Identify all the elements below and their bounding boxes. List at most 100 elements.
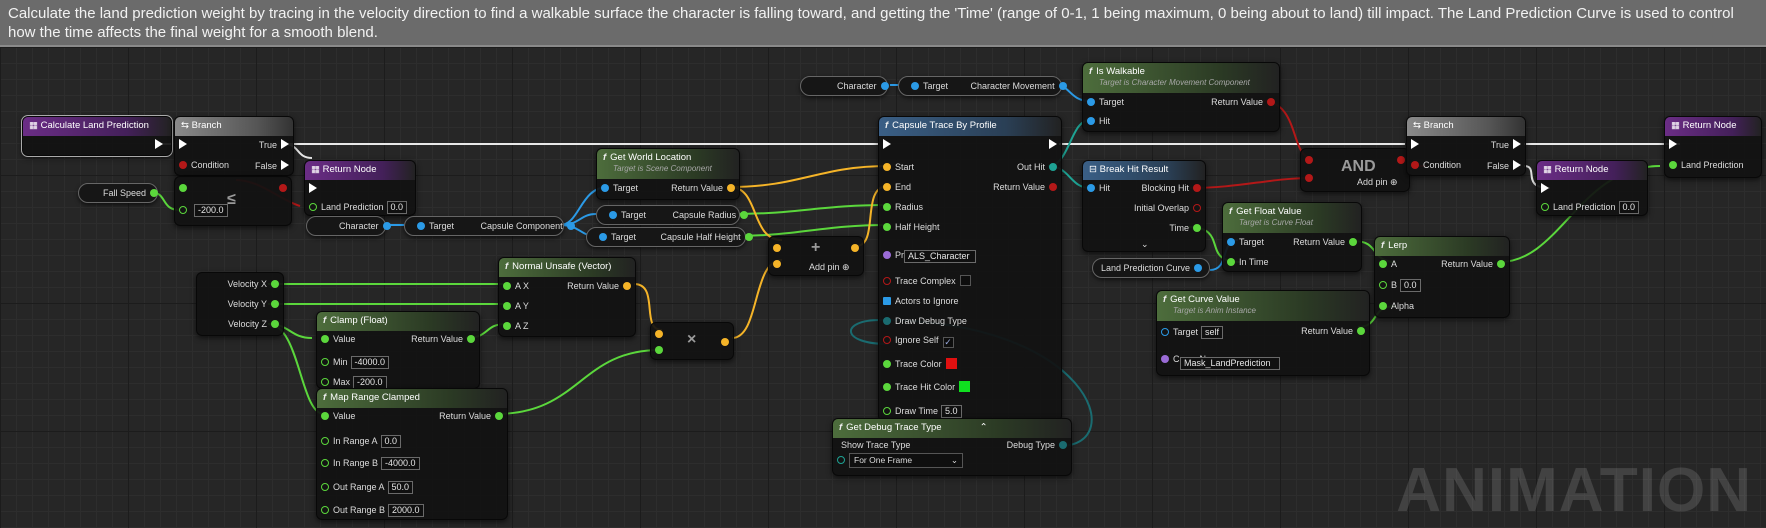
capsule-component-getter[interactable]: Target Capsule Component — [404, 216, 575, 236]
comment-box-header[interactable]: Calculate the land prediction weight by … — [0, 0, 1766, 47]
trace-complex-checkbox[interactable] — [959, 275, 971, 286]
less-equal-compare-node[interactable]: -200.0 ≤ — [174, 176, 292, 226]
target-pin[interactable]: Target — [597, 183, 638, 193]
return-value-pin[interactable]: Return Value — [1301, 326, 1369, 336]
show-trace-type-dropdown[interactable]: For One Frame⌄ — [849, 453, 963, 468]
return-value-pin[interactable]: Return Value — [439, 411, 507, 421]
character-variable-1[interactable]: Character — [306, 216, 391, 236]
collapse-arrow-icon[interactable]: ⌃ — [979, 422, 988, 433]
value-pin[interactable]: Value — [317, 411, 355, 421]
trace-complex-pin[interactable]: Trace Complex — [879, 275, 971, 286]
calculate-land-prediction-node[interactable]: ▦ Calculate Land Prediction — [21, 115, 173, 157]
a-pin[interactable] — [651, 329, 667, 339]
character-movement-getter[interactable]: Target Character Movement — [898, 76, 1067, 96]
multiply-node[interactable]: × — [650, 322, 734, 360]
debug-type-pin[interactable]: Debug Type — [1007, 440, 1071, 450]
b-pin[interactable]: -200.0 — [175, 204, 228, 217]
branch-node-1[interactable]: ⇆ Branch True Condition False — [174, 116, 294, 176]
exec-in-pin[interactable] — [1407, 139, 1423, 150]
land-prediction-field[interactable]: 0.0 — [1618, 201, 1640, 214]
time-pin[interactable]: Time — [1169, 223, 1205, 233]
add-pin-button[interactable]: Add pin ⊕ — [1357, 177, 1398, 187]
profile-name-field[interactable]: ALS_Character — [904, 250, 976, 263]
return-value-pin[interactable]: Return Value — [1441, 259, 1509, 269]
land-prediction-pin[interactable]: Land Prediction — [1665, 160, 1744, 170]
a-pin[interactable] — [1301, 155, 1317, 165]
fall-speed-variable[interactable]: Fall Speed — [78, 183, 159, 203]
b-pin[interactable] — [651, 345, 667, 355]
b-pin[interactable] — [769, 259, 785, 269]
draw-debug-type-pin[interactable]: Draw Debug Type — [879, 316, 967, 326]
radius-pin[interactable]: Radius — [879, 202, 923, 212]
show-trace-type-pin[interactable]: For One Frame⌄ — [833, 453, 963, 468]
return-value-pin[interactable]: Return Value — [1211, 97, 1279, 107]
ay-pin[interactable]: A Y — [499, 301, 529, 311]
true-pin[interactable]: True — [259, 139, 293, 150]
and-boolean-node[interactable]: AND Add pin ⊕ — [1300, 148, 1410, 192]
trace-hit-color-pin[interactable]: Trace Hit Color — [879, 381, 971, 392]
hit-pin[interactable]: Hit — [1083, 183, 1110, 193]
out-hit-pin[interactable]: Out Hit — [1017, 162, 1061, 172]
condition-pin[interactable]: Condition — [175, 160, 229, 170]
a-pin[interactable] — [769, 243, 785, 253]
in-range-b-pin[interactable]: In Range B-4000.0 — [317, 457, 420, 470]
break-velocity-node[interactable]: Velocity X Velocity Y Velocity Z — [196, 272, 284, 336]
compare-value-field[interactable]: -200.0 — [194, 204, 228, 217]
bool-out-pin[interactable] — [275, 183, 291, 193]
true-pin[interactable]: True — [1491, 139, 1525, 150]
ax-pin[interactable]: A X — [499, 281, 529, 291]
return-value-pin[interactable] — [1393, 155, 1409, 165]
add-node[interactable]: + Add pin ⊕ — [768, 236, 864, 276]
in-time-pin[interactable]: In Time — [1223, 257, 1269, 267]
a-pin[interactable]: A — [1375, 259, 1397, 269]
in-range-a-field[interactable]: 0.0 — [380, 435, 402, 448]
max-pin[interactable]: Max-200.0 — [317, 376, 387, 389]
capsule-half-height-getter[interactable]: Target Capsule Half Height — [586, 227, 753, 247]
return-value-pin[interactable]: Return Value — [1293, 237, 1361, 247]
add-pin-button[interactable]: Add pin ⊕ — [809, 262, 850, 272]
target-pin[interactable]: Target — [1083, 97, 1124, 107]
az-pin[interactable]: A Z — [499, 321, 529, 331]
min-pin[interactable]: Min-4000.0 — [317, 356, 390, 369]
out-range-b-field[interactable]: 2000.0 — [388, 504, 424, 517]
hit-pin[interactable]: Hit — [1083, 116, 1110, 126]
false-pin[interactable]: False — [255, 160, 293, 171]
velocity-z-pin[interactable]: Velocity Z — [228, 319, 283, 329]
curve-name-field[interactable]: Mask_LandPrediction — [1180, 357, 1280, 370]
b-pin[interactable] — [1301, 173, 1317, 183]
return-value-pin[interactable] — [717, 337, 733, 347]
trace-color-pin[interactable]: Trace Color — [879, 358, 957, 369]
exec-in-pin[interactable] — [1537, 183, 1553, 194]
return-value-pin[interactable]: Return Value — [411, 334, 479, 344]
return-node-3[interactable]: ▦ Return Node Land Prediction — [1664, 116, 1762, 178]
in-range-b-field[interactable]: -4000.0 — [381, 457, 420, 470]
half-height-pin[interactable]: Half Height — [879, 222, 940, 232]
actors-to-ignore-pin[interactable]: Actors to Ignore — [879, 296, 959, 306]
target-self-field[interactable]: self — [1201, 326, 1224, 339]
trace-hit-color-swatch[interactable] — [959, 381, 971, 392]
trace-color-swatch[interactable] — [945, 358, 957, 369]
exec-in-pin[interactable] — [1665, 139, 1681, 150]
false-pin[interactable]: False — [1487, 160, 1525, 171]
b-field[interactable]: 0.0 — [1400, 279, 1421, 292]
velocity-x-pin[interactable]: Velocity X — [227, 279, 283, 289]
exec-in-pin[interactable] — [175, 139, 191, 150]
draw-time-field[interactable]: 5.0 — [941, 405, 962, 418]
exec-out-pin[interactable] — [1045, 139, 1061, 150]
target-pin[interactable]: Target — [1223, 237, 1264, 247]
land-prediction-curve-variable[interactable]: Land Prediction Curve — [1092, 258, 1210, 278]
